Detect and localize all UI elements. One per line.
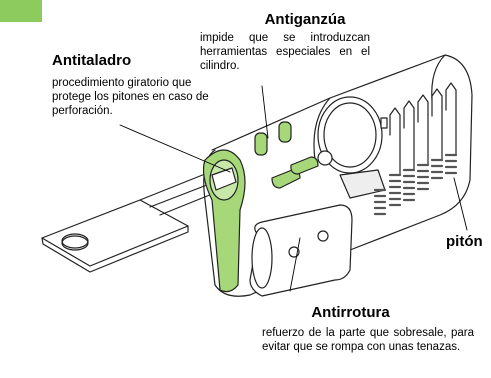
antiganzua-title: Antiganzúa — [264, 11, 346, 28]
antitaladro-label: Antitaladro procedimiento giratorio que … — [52, 52, 232, 118]
antitaladro-title: Antitaladro — [52, 52, 132, 69]
leader-antirrotura — [289, 237, 301, 292]
antiganzua-label: Antiganzúa impide que se introduzcan her… — [200, 11, 370, 73]
springs — [373, 153, 458, 216]
antirrotura-label: Antirrotura refuerzo de la parte que sob… — [262, 304, 474, 354]
cam — [317, 96, 383, 174]
leader-antiganzua — [261, 85, 269, 139]
leader-lines — [119, 85, 468, 292]
leader-piton — [453, 177, 468, 231]
antirrotura-title: Antirrotura — [311, 304, 390, 321]
antirrotura-text: refuerzo de la parte que sobresale, para… — [262, 327, 474, 353]
antitaladro-text: procedimiento giratorio que protege los … — [52, 77, 209, 117]
cylinder-body — [211, 54, 473, 297]
leader-antitaladro — [119, 124, 231, 173]
corner-tab — [0, 0, 42, 22]
antirrotura-bar — [249, 204, 353, 297]
piton-label: pitón — [446, 233, 483, 250]
antiganzua-text: impide que se introduzcan herramientas e… — [200, 32, 370, 72]
antiganzua-pins — [254, 121, 319, 189]
pitones — [389, 82, 457, 176]
